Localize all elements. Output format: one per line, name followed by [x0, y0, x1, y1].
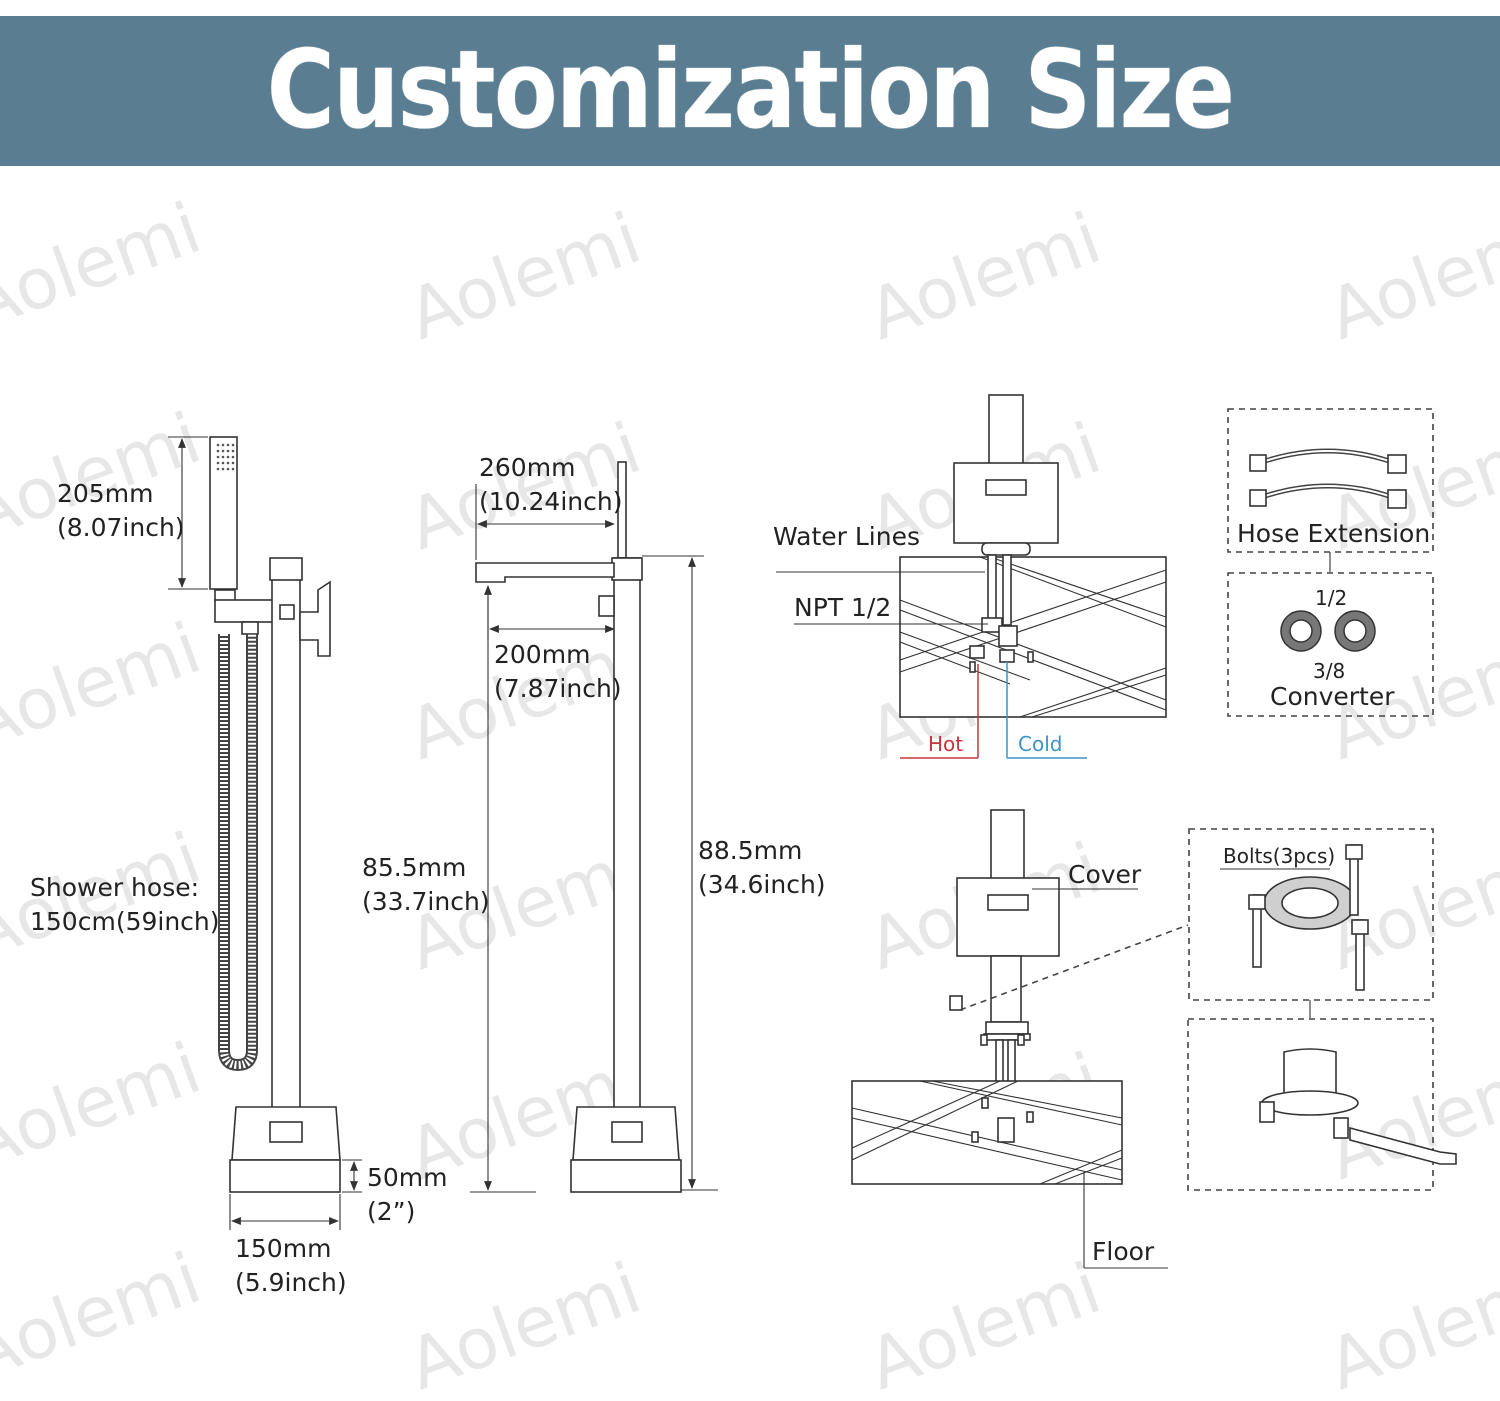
total-height-inch: (34.6inch) — [698, 870, 826, 899]
watermark: Aolemi — [858, 1247, 1111, 1401]
hot-label: Hot — [928, 732, 963, 756]
watermark: Aolemi — [398, 197, 651, 356]
watermark: Aolemi — [0, 187, 211, 346]
watermark: Aolemi — [1318, 197, 1500, 356]
hose-connector — [241, 621, 259, 635]
hand-shower — [209, 436, 238, 590]
hot-valve — [969, 645, 985, 659]
floor-section — [851, 1080, 1123, 1185]
watermark: Aolemi — [0, 1237, 211, 1396]
faucet-column — [271, 559, 301, 1141]
faucet-front-view: 205mm (8.07inch) Shower hose: 150cm(59in… — [30, 436, 448, 1297]
spout-reach-mm: 260mm — [479, 453, 575, 482]
wrench-icon — [1349, 1126, 1457, 1165]
converter-size-top: 1/2 — [1315, 586, 1347, 610]
faucet-side-view: 260mm (10.24inch) 200mm (7.87inch) 85.5m… — [362, 453, 826, 1193]
spout-height-mm: 85.5mm — [362, 853, 466, 882]
handle-reach-inch: (7.87inch) — [494, 674, 622, 703]
spout-height-inch: (33.7inch) — [362, 887, 490, 916]
converter-label: Converter — [1270, 682, 1395, 711]
shower-hose-label: Shower hose: — [30, 873, 199, 902]
water-line-installation: Water Lines NPT 1/2 Hot Cold — [773, 394, 1167, 759]
mixer-handle — [299, 580, 331, 657]
side-handle — [598, 595, 615, 617]
handle-reach-mm: 200mm — [494, 640, 590, 669]
watermark: Aolemi — [1318, 1037, 1500, 1196]
floor-section — [899, 556, 1167, 718]
spout — [475, 562, 615, 583]
floor-label: Floor — [1092, 1237, 1155, 1266]
watermark: Aolemi — [0, 607, 211, 766]
title-banner: Customization Size — [0, 16, 1500, 166]
base-width-mm: 150mm — [235, 1234, 331, 1263]
hose-extension-label: Hose Extension — [1237, 519, 1430, 548]
base-height-inch: (2”) — [367, 1197, 415, 1226]
base-width-inch: (5.9inch) — [235, 1268, 347, 1297]
watermark: Aolemi — [0, 1027, 211, 1186]
floor-cover — [956, 877, 1060, 957]
base-height-mm: 50mm — [367, 1163, 448, 1192]
shower-hose — [218, 634, 258, 1072]
watermark: Aolemi — [1318, 1247, 1500, 1401]
wrench-install-box — [1187, 1018, 1457, 1191]
floor-mount-installation: Cover Floor — [851, 809, 1189, 1269]
watermark: Aolemi — [398, 1247, 651, 1401]
shower-hose-length: 150cm(59inch) — [30, 907, 220, 936]
watermark: Aolemi — [858, 197, 1111, 356]
spout-reach-inch: (10.24inch) — [479, 487, 622, 516]
converter-size-bottom: 3/8 — [1313, 659, 1345, 683]
npt-label: NPT 1/2 — [794, 593, 891, 622]
handshower-height-mm: 205mm — [57, 479, 153, 508]
bolts-box: Bolts(3pcs) — [1188, 828, 1434, 1001]
hose-extension-box: Hose Extension — [1227, 408, 1434, 553]
faucet-column — [613, 557, 641, 1141]
spray-nozzles — [216, 443, 235, 471]
handshower-height-inch: (8.07inch) — [57, 513, 185, 542]
water-lines-label: Water Lines — [773, 522, 920, 551]
bolts-label: Bolts(3pcs) — [1223, 844, 1335, 868]
converter-box: 1/2 3/8 Converter — [1227, 572, 1434, 717]
page-title: Customization Size — [266, 28, 1235, 153]
cold-valve — [999, 649, 1015, 663]
cold-label: Cold — [1018, 732, 1062, 756]
cover-label: Cover — [1068, 860, 1142, 889]
total-height-mm: 88.5mm — [698, 836, 802, 865]
